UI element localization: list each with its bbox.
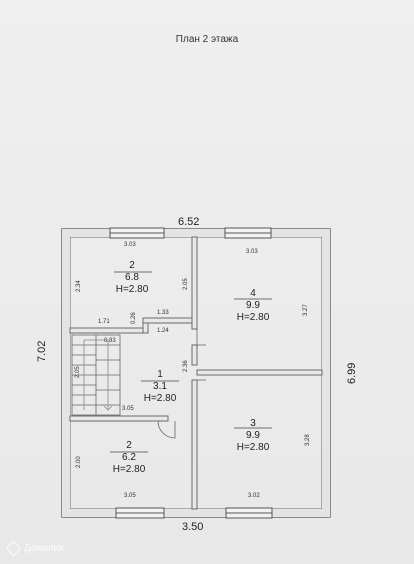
windows (109, 227, 273, 519)
room-number: 2 (129, 260, 135, 271)
wall-v-lower (191, 379, 198, 510)
dim-r4-h: 3.27 (303, 304, 309, 316)
wall-v-upper (191, 236, 198, 330)
dim-corridor-124: 1.24 (157, 328, 169, 334)
plan-title: План 2 этажа (175, 34, 239, 45)
room-4-label: 4 9.9 H=2.80 (225, 288, 281, 324)
room-3-label: 3 9.9 H=2.80 (225, 418, 281, 454)
room-area: 6.8 (125, 272, 139, 283)
dim-r2bottom-h: 2.00 (76, 456, 82, 468)
domclick-logo-icon (5, 540, 22, 557)
wall-h-r2bottom (69, 415, 169, 422)
wall-h-r2top-right (142, 317, 193, 324)
room-height: H=2.80 (112, 464, 146, 475)
dim-left-height: 7.02 (36, 340, 48, 362)
doors (157, 329, 206, 439)
room-number: 3 (250, 418, 256, 429)
dim-right-height: 6.99 (346, 362, 358, 384)
door-r4 (192, 329, 206, 346)
dim-r2bottom-w: 3.05 (124, 493, 136, 499)
dim-corridor-133: 1.33 (157, 310, 169, 316)
room-height: H=2.80 (236, 312, 270, 323)
dim-bottom-width: 3.50 (182, 521, 204, 533)
room-area: 3.1 (153, 381, 167, 392)
room-number: 2 (126, 440, 132, 451)
dim-r3-h: 3.28 (305, 434, 311, 446)
wall-v-mid (191, 344, 198, 366)
wall-h-r4-r3 (196, 369, 323, 376)
room-1-label: 1 3.1 H=2.80 (132, 369, 188, 405)
staircase (71, 334, 121, 416)
room-area: 9.9 (246, 300, 260, 311)
wall-h-r2top (69, 327, 144, 334)
room-number: 1 (157, 369, 163, 380)
door-r2bottom (157, 420, 176, 439)
room-area: 9.9 (246, 430, 260, 441)
dim-corridor-026: 0.26 (131, 312, 137, 324)
dim-r2top-right: 2.05 (183, 278, 189, 290)
dim-r2top-left: 2.34 (76, 280, 82, 292)
dim-r3-w: 3.02 (248, 493, 260, 499)
room-2-top-label: 2 6.8 H=2.80 (104, 260, 160, 296)
room-2-bottom-label: 2 6.2 H=2.80 (101, 440, 157, 476)
dim-corridor-w1: 1.71 (98, 319, 110, 325)
dim-stair-305: 3.05 (122, 406, 134, 412)
dim-stair-205: 2.05 (75, 366, 81, 378)
room-height: H=2.80 (143, 393, 177, 404)
dim-r4-width: 3.03 (246, 249, 258, 255)
room-number: 4 (250, 288, 256, 299)
room-height: H=2.80 (115, 284, 149, 295)
room-area: 6.2 (122, 452, 136, 463)
watermark: Домклик (5, 540, 64, 557)
dim-r2top-width: 3.03 (124, 242, 136, 248)
dim-stair-083: 0.83 (104, 338, 116, 344)
watermark-text: Домклик (24, 543, 64, 554)
dim-top-width: 6.52 (178, 216, 200, 228)
room-height: H=2.80 (236, 442, 270, 453)
